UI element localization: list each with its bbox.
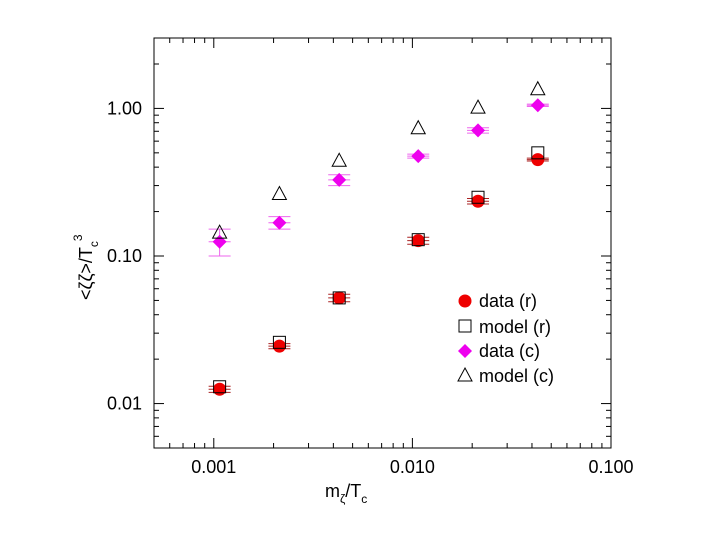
x-axis-label-rest: /T	[345, 481, 361, 501]
legend-marker-square	[458, 319, 472, 333]
x-axis-label-sub2: c	[361, 492, 367, 506]
legend-marker-circle	[458, 294, 472, 308]
point-data-r	[272, 339, 286, 353]
legend-item-data-c: data (c)	[458, 341, 540, 361]
point-model-c	[331, 152, 348, 167]
data-markers	[211, 80, 546, 396]
legend-marker-triangle	[457, 366, 473, 382]
axis-ticks	[153, 37, 612, 449]
plot-frame	[153, 37, 612, 449]
point-data-c	[471, 123, 486, 138]
legend-label-model-c: model (c)	[479, 366, 554, 386]
legend-item-model-c: model (c)	[457, 366, 554, 386]
legend-label-data-c: data (c)	[479, 341, 540, 361]
y-tick-label: 0.01	[107, 394, 142, 414]
legend: data (r) model (r) data (c) model (c)	[457, 291, 554, 386]
point-data-c	[212, 234, 227, 249]
point-data-r	[213, 382, 227, 396]
y-tick-label: 1.00	[107, 98, 142, 118]
y-tick-label: 0.10	[107, 246, 142, 266]
point-model-r	[213, 380, 227, 394]
point-data-r	[531, 153, 545, 167]
legend-marker-diamond	[458, 344, 472, 358]
point-model-r	[531, 146, 545, 160]
point-data-c	[332, 172, 347, 187]
point-data-r	[411, 234, 425, 248]
legend-item-data-r: data (r)	[458, 291, 537, 311]
y-axis-label-sup: 3	[71, 234, 85, 241]
x-tick-label: 0.010	[390, 457, 435, 477]
point-data-r	[332, 291, 346, 305]
point-model-c	[211, 224, 228, 239]
point-model-c	[529, 80, 546, 96]
legend-item-model-r: model (r)	[458, 317, 551, 337]
point-model-r	[471, 190, 485, 204]
point-data-c	[411, 149, 426, 164]
x-tick-label: 0.100	[588, 457, 633, 477]
axis-tick-labels: 0.001 0.010 0.100 0.01 0.10 1.00	[107, 98, 634, 477]
legend-label-model-r: model (r)	[479, 317, 551, 337]
x-axis-label-main: m	[325, 481, 340, 501]
x-axis-label-sub: ζ	[340, 492, 346, 506]
point-model-c	[470, 99, 486, 114]
x-axis-label: mζ/Tc	[325, 481, 367, 506]
point-model-c	[271, 185, 288, 201]
y-axis-label-main: <ζζ>/T	[76, 247, 96, 300]
point-model-r	[411, 233, 425, 247]
y-axis-label: <ζζ>/Tc3	[71, 234, 101, 300]
point-model-r	[272, 335, 286, 349]
point-model-r	[332, 291, 346, 305]
point-data-c	[530, 98, 545, 113]
point-data-c	[272, 215, 287, 230]
point-model-c	[410, 119, 427, 135]
x-tick-label: 0.001	[191, 457, 236, 477]
y-axis-label-sub: c	[87, 241, 101, 247]
legend-label-data-r: data (r)	[479, 291, 537, 311]
point-data-r	[471, 194, 485, 208]
